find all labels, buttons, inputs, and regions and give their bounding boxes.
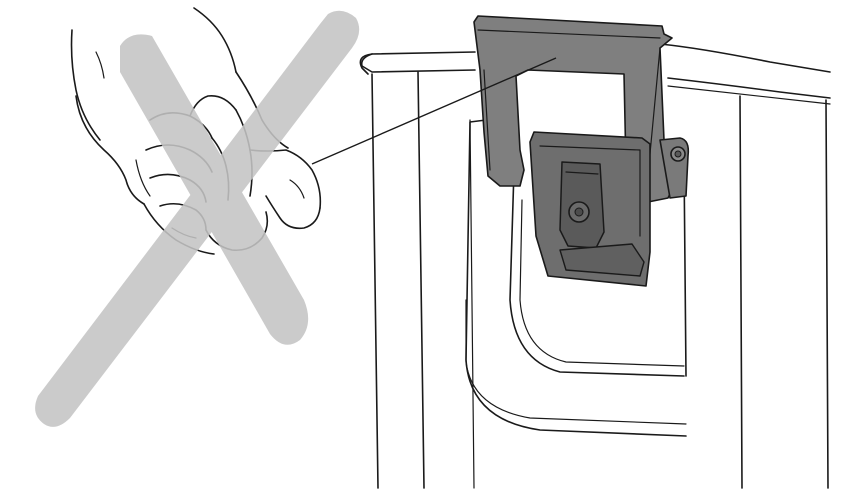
latch-hinge <box>659 137 690 199</box>
leader-line <box>311 57 557 165</box>
cross-x-icon <box>35 10 360 427</box>
cross-stroke-2 <box>35 10 360 427</box>
container-body <box>359 43 831 489</box>
container-latch-icon <box>473 15 690 287</box>
